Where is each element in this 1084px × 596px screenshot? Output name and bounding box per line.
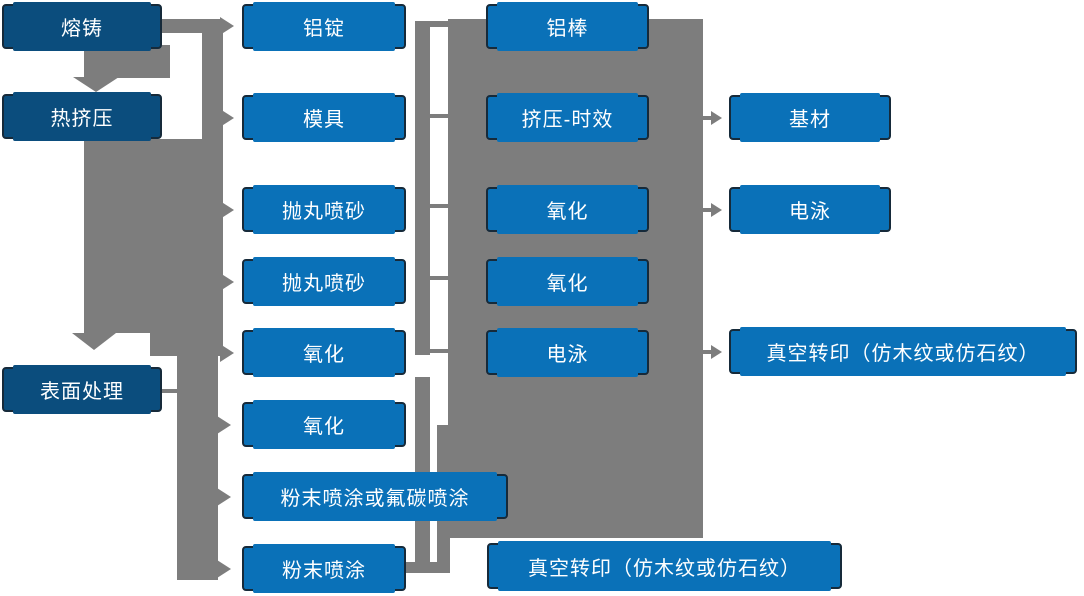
distribution-bar-upper bbox=[202, 19, 223, 140]
arrowhead-to-electrophoresis bbox=[711, 203, 722, 217]
arrowhead-to-oxidation-1 bbox=[220, 344, 234, 362]
process-box-oxidation-2-label: 氧化 bbox=[303, 416, 345, 438]
arrowhead-to-base-material bbox=[711, 111, 722, 125]
stage-box-hot-extrusion: 热挤压 bbox=[2, 92, 162, 141]
process-box-oxidation-2: 氧化 bbox=[242, 400, 406, 449]
stage-box-melting: 熔铸 bbox=[2, 2, 162, 51]
process-box-electrophoresis-1-label: 电泳 bbox=[546, 344, 589, 366]
connector-block-right bbox=[150, 139, 223, 356]
process-box-oxidation-3: 氧化 bbox=[486, 185, 649, 234]
process-box-powder-coating: 粉末喷涂 bbox=[242, 544, 406, 593]
stage-box-hot-extrusion-label: 热挤压 bbox=[50, 108, 114, 130]
process-box-oxidation-3-label: 氧化 bbox=[546, 201, 589, 223]
process-box-powder-coating-label: 粉末喷涂 bbox=[282, 560, 366, 582]
process-box-oxidation-4: 氧化 bbox=[486, 257, 649, 306]
arrowhead-to-oxidation-2 bbox=[217, 416, 231, 434]
stage-box-surface-treatment-label: 表面处理 bbox=[40, 381, 124, 403]
process-box-shot-blasting-2-label: 抛丸喷砂 bbox=[282, 273, 366, 295]
mid-bar-stub-row2 bbox=[430, 114, 448, 118]
process-box-aluminum-rod-label: 铝棒 bbox=[546, 18, 589, 40]
distribution-bar-lower bbox=[177, 350, 218, 580]
process-box-extrusion-aging: 挤压-时效 bbox=[486, 93, 649, 142]
process-box-aluminum-ingot: 铝锭 bbox=[242, 2, 406, 51]
process-box-mold: 模具 bbox=[242, 93, 406, 142]
arrowhead-to-hot-extrusion bbox=[73, 77, 119, 92]
process-box-electrophoresis-2: 电泳 bbox=[729, 185, 891, 234]
arrowhead-to-surface-treatment bbox=[72, 333, 116, 350]
process-box-electrophoresis-2-label: 电泳 bbox=[789, 201, 831, 223]
process-box-electrophoresis-1: 电泳 bbox=[486, 328, 649, 377]
arrowhead-to-shot-blasting-1 bbox=[220, 201, 234, 219]
process-box-shot-blasting-1-label: 抛丸喷砂 bbox=[282, 201, 366, 223]
process-box-powder-or-fluorocarbon-coating-label: 粉末喷涂或氟碳喷涂 bbox=[280, 488, 470, 510]
mid-bar-stub-row3 bbox=[430, 204, 448, 208]
connector-oxidation-to-electrophoresis bbox=[702, 208, 711, 212]
arrowhead-to-mold bbox=[220, 109, 234, 127]
process-box-shot-blasting-2: 抛丸喷砂 bbox=[242, 257, 406, 306]
mid-bar-stub-row5 bbox=[430, 349, 448, 353]
process-box-extrusion-aging-label: 挤压-时效 bbox=[521, 109, 614, 131]
process-box-vacuum-transfer-right: 真空转印（仿木纹或仿石纹） bbox=[729, 327, 1077, 376]
bottom-row-stub bbox=[406, 562, 450, 573]
process-box-oxidation-4-label: 氧化 bbox=[546, 273, 589, 295]
connector-electrophoresis-to-transfer bbox=[702, 350, 711, 354]
mid-bar-stub-row1 bbox=[430, 21, 448, 27]
process-box-aluminum-ingot-label: 铝锭 bbox=[303, 18, 345, 40]
process-box-oxidation-1-label: 氧化 bbox=[303, 344, 345, 366]
arrowhead-to-aluminum-ingot bbox=[220, 17, 234, 35]
process-box-base-material-label: 基材 bbox=[789, 109, 831, 131]
process-box-aluminum-rod: 铝棒 bbox=[486, 2, 649, 51]
arrowhead-to-powder-or-fluorocarbon bbox=[217, 488, 231, 506]
process-box-powder-or-fluorocarbon-coating: 粉末喷涂或氟碳喷涂 bbox=[242, 472, 508, 521]
process-box-oxidation-1: 氧化 bbox=[242, 328, 406, 377]
process-box-vacuum-transfer-bottom-label: 真空转印（仿木纹或仿石纹） bbox=[528, 557, 801, 580]
arrowhead-to-vacuum-transfer bbox=[711, 345, 722, 359]
stage-box-surface-treatment: 表面处理 bbox=[2, 365, 162, 414]
process-box-shot-blasting-1: 抛丸喷砂 bbox=[242, 185, 406, 234]
stage-box-melting-label: 熔铸 bbox=[61, 18, 103, 40]
mid-bar-upper bbox=[415, 21, 430, 355]
process-box-vacuum-transfer-right-label: 真空转印（仿木纹或仿石纹） bbox=[766, 343, 1040, 365]
process-box-mold-label: 模具 bbox=[303, 109, 345, 131]
process-box-vacuum-transfer-bottom: 真空转印（仿木纹或仿石纹） bbox=[487, 541, 842, 591]
process-box-base-material: 基材 bbox=[729, 93, 891, 142]
connector-extrusion-to-base bbox=[702, 116, 711, 120]
connector-surface-treatment-stub bbox=[162, 389, 178, 393]
mid-bar-stub-row4 bbox=[430, 276, 448, 280]
arrowhead-to-powder-coating bbox=[217, 560, 231, 578]
arrowhead-to-shot-blasting-2 bbox=[220, 273, 234, 291]
